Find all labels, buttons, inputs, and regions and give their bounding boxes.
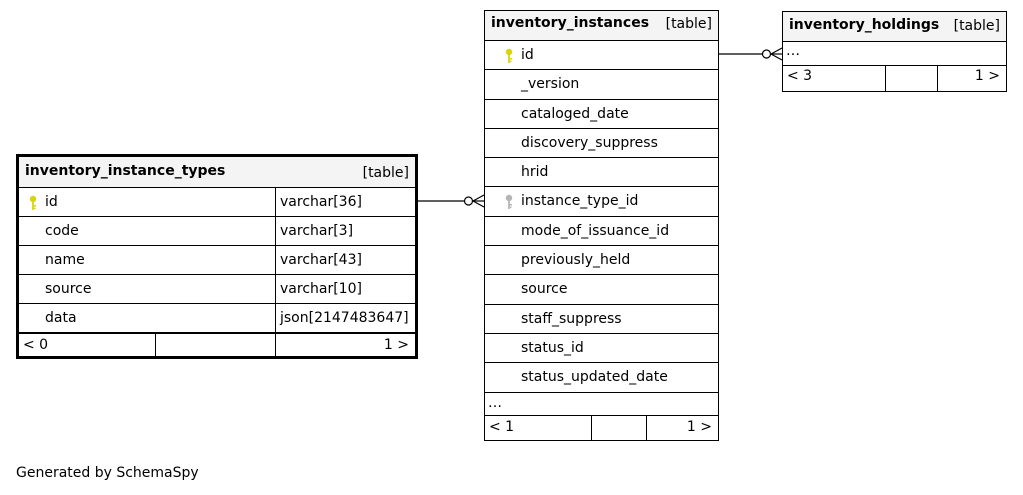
column-name: status_id — [521, 339, 584, 356]
column-row-previously-held[interactable]: previously_held — [485, 246, 718, 276]
column-type: varchar[3] — [275, 217, 353, 245]
column-type: varchar[43] — [275, 246, 362, 274]
table-inventory-holdings[interactable]: inventory_holdings [table] … < 3 1 > — [782, 11, 1007, 92]
column-row-staff-suppress[interactable]: staff_suppress — [485, 305, 718, 334]
column-row-name[interactable]: name varchar[43] — [19, 246, 415, 275]
table-footer: < 0 1 > — [19, 333, 415, 358]
column-row-status-updated-date[interactable]: status_updated_date — [485, 363, 718, 393]
column-name: id — [521, 47, 534, 63]
column-row-id[interactable]: id varchar[36] — [19, 188, 415, 217]
column-name: _version — [521, 76, 580, 93]
key-icon — [29, 195, 37, 215]
column-row-mode-of-issuance-id[interactable]: mode_of_issuance_id — [485, 217, 718, 247]
table-footer: < 3 1 > — [783, 66, 1006, 91]
column-name: name — [45, 252, 85, 268]
footer-divider — [885, 66, 886, 91]
generated-by-label: Generated by SchemaSpy — [16, 465, 199, 481]
column-row--version[interactable]: _version — [485, 70, 718, 100]
column-name: hrid — [521, 164, 549, 181]
table-footer: < 1 1 > — [485, 415, 718, 441]
column-row-status-id[interactable]: status_id — [485, 334, 718, 364]
table-header: inventory_instances [table] — [485, 11, 718, 41]
more-columns-ellipsis: … — [488, 394, 502, 411]
table-header: inventory_holdings [table] — [783, 12, 1006, 42]
column-name: source — [45, 281, 92, 297]
column-row-source[interactable]: source varchar[10] — [19, 275, 415, 304]
column-type: varchar[36] — [275, 188, 362, 216]
column-type: json[2147483647] — [275, 304, 409, 332]
column-name: previously_held — [521, 252, 631, 269]
footer-divider — [646, 415, 647, 441]
key-icon — [505, 48, 513, 68]
relationship-instances-holdings — [718, 47, 783, 61]
table-inventory-instance-types[interactable]: inventory_instance_types [table] id varch… — [16, 154, 418, 359]
table-kind: [table] — [665, 16, 712, 32]
column-name: source — [521, 281, 568, 298]
footer-parents-count: 1 > — [686, 418, 712, 435]
footer-divider — [937, 66, 938, 91]
column-row-instance-type-id[interactable]: instance_type_id — [485, 187, 718, 217]
more-columns-ellipsis: … — [786, 43, 800, 59]
column-row-data[interactable]: data json[2147483647] — [19, 304, 415, 333]
column-row-discovery-suppress[interactable]: discovery_suppress — [485, 129, 718, 159]
column-row-code[interactable]: code varchar[3] — [19, 217, 415, 246]
foreign-key-icon — [505, 194, 513, 214]
column-name: status_updated_date — [521, 369, 668, 386]
column-name: discovery_suppress — [521, 134, 658, 151]
column-type: varchar[10] — [275, 275, 362, 303]
column-row-id[interactable]: id — [485, 41, 718, 71]
table-name: inventory_instances — [491, 15, 650, 31]
column-name: data — [45, 310, 77, 326]
column-name: code — [45, 223, 79, 239]
footer-children-count: < 0 — [23, 337, 49, 353]
column-row-source[interactable]: source — [485, 275, 718, 305]
footer-parents-count: 1 > — [974, 68, 1000, 84]
footer-children-count: < 3 — [787, 68, 813, 84]
table-kind: [table] — [953, 18, 1000, 34]
column-name: cataloged_date — [521, 105, 629, 122]
footer-children-count: < 1 — [489, 418, 515, 435]
footer-divider — [591, 415, 592, 441]
column-row-cataloged-date[interactable]: cataloged_date — [485, 100, 718, 129]
table-name: inventory_holdings — [789, 17, 940, 33]
footer-divider — [275, 334, 276, 358]
relationship-instance-types-instances — [417, 194, 485, 208]
column-name: staff_suppress — [521, 310, 622, 327]
table-ellipsis: … — [485, 393, 718, 416]
table-kind: [table] — [362, 165, 409, 181]
column-name: id — [45, 194, 58, 210]
column-name: mode_of_issuance_id — [521, 222, 670, 239]
table-ellipsis: … — [783, 42, 1006, 66]
table-name: inventory_instance_types — [25, 163, 226, 179]
column-row-hrid[interactable]: hrid — [485, 158, 718, 188]
footer-parents-count: 1 > — [383, 337, 409, 353]
table-header: inventory_instance_types [table] — [19, 157, 415, 188]
footer-divider — [155, 334, 156, 358]
column-name: instance_type_id — [521, 193, 639, 210]
